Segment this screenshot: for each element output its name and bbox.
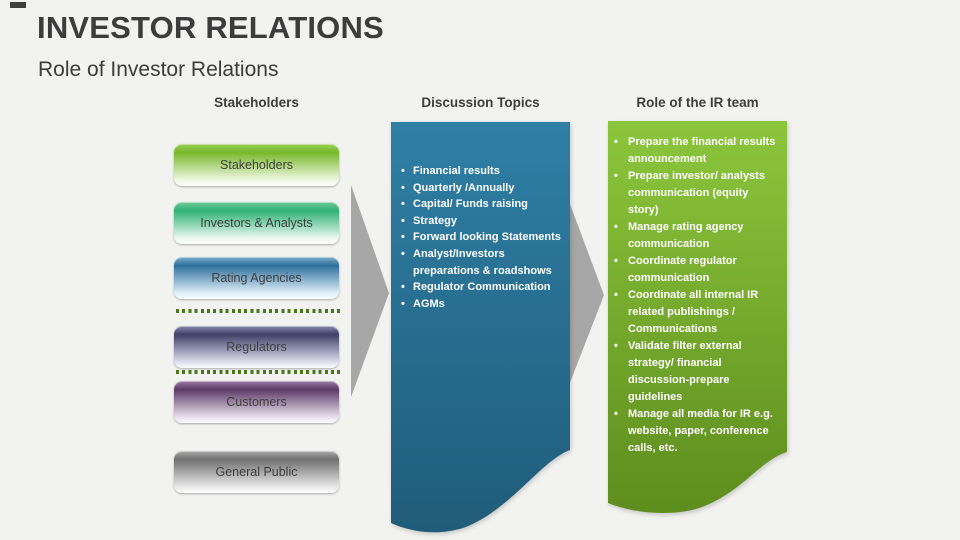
ir-team-role-text: Manage all media for IR e.g. website, pa… [628, 408, 773, 454]
ir-team-role-item: Prepare the financial results announceme… [613, 134, 780, 168]
discussion-topic-item: Financial results [400, 163, 564, 180]
discussion-topic-text: Regulator Communication [413, 281, 551, 294]
ir-team-role-list: Prepare the financial results announceme… [613, 134, 780, 457]
stakeholder-box: General Public [174, 451, 339, 493]
ir-team-role-text: Validate filter external strategy/ finan… [628, 340, 742, 403]
slide-subtitle: Role of Investor Relations [38, 58, 279, 81]
stakeholder-box-label: Stakeholders [220, 158, 293, 172]
discussion-topic-text: Strategy [413, 214, 458, 227]
column-header-discussion-topics: Discussion Topics [421, 95, 540, 110]
column-header-stakeholders: Stakeholders [214, 95, 299, 110]
dotted-divider [176, 309, 343, 313]
discussion-topic-item: Forward looking Statements [400, 229, 564, 246]
ir-team-role-item: Manage all media for IR e.g. website, pa… [613, 406, 780, 457]
stakeholder-stack: Stakeholders Investors & Analysts Rating… [174, 144, 339, 494]
discussion-topic-item: Quarterly /Annually [400, 180, 564, 197]
ir-team-role-item: Prepare investor/ analysts communication… [613, 168, 780, 219]
discussion-topic-text: Analyst/Investors preparations & roadsho… [413, 247, 552, 277]
stakeholder-box: Regulators [174, 326, 339, 368]
ir-team-role-item: Coordinate all internal IR related publi… [613, 287, 780, 338]
flow-arrow-right-icon [564, 188, 604, 398]
ir-team-role-text: Prepare investor/ analysts communication… [628, 170, 765, 216]
column-header-ir-team: Role of the IR team [636, 95, 759, 110]
discussion-topic-text: AGMs [413, 297, 445, 310]
stakeholder-box: Rating Agencies [174, 257, 339, 299]
discussion-topics-list: Financial results Quarterly /Annually Ca… [400, 163, 564, 312]
stakeholder-box-label: Regulators [226, 340, 287, 354]
discussion-topic-text: Quarterly /Annually [413, 181, 515, 194]
stakeholder-box-label: General Public [215, 465, 298, 479]
ir-team-role-text: Coordinate regulator communication [628, 255, 737, 284]
ir-team-role-item: Coordinate regulator communication [613, 253, 780, 287]
slide-title: INVESTOR RELATIONS [37, 10, 384, 45]
flow-arrow-left-icon [351, 185, 389, 397]
stakeholder-box-label: Investors & Analysts [200, 216, 313, 230]
discussion-topic-text: Financial results [413, 165, 500, 177]
dotted-divider [176, 370, 343, 374]
discussion-topic-text: Forward looking Statements [413, 231, 561, 244]
stakeholder-box: Investors & Analysts [174, 202, 339, 244]
discussion-topic-text: Capital/ Funds raising [413, 198, 528, 211]
ir-team-role-text: Coordinate all internal IR related publi… [628, 289, 759, 335]
corner-mark [10, 2, 26, 8]
discussion-topic-item: AGMs [400, 296, 564, 313]
discussion-topic-item: Analyst/Investors preparations & roadsho… [400, 246, 564, 279]
discussion-topic-item: Strategy [400, 213, 564, 230]
ir-team-role-text: Manage rating agency communication [628, 221, 744, 250]
ir-team-role-text: Prepare the financial results announceme… [628, 136, 776, 165]
discussion-topic-item: Regulator Communication [400, 279, 564, 296]
ir-team-role-item: Validate filter external strategy/ finan… [613, 338, 780, 406]
stakeholder-box-label: Customers [226, 395, 287, 409]
discussion-topic-item: Capital/ Funds raising [400, 196, 564, 213]
stakeholder-box: Customers [174, 381, 339, 423]
ir-team-role-item: Manage rating agency communication [613, 219, 780, 253]
stakeholder-box-label: Rating Agencies [211, 271, 302, 285]
stakeholder-box: Stakeholders [174, 144, 339, 186]
